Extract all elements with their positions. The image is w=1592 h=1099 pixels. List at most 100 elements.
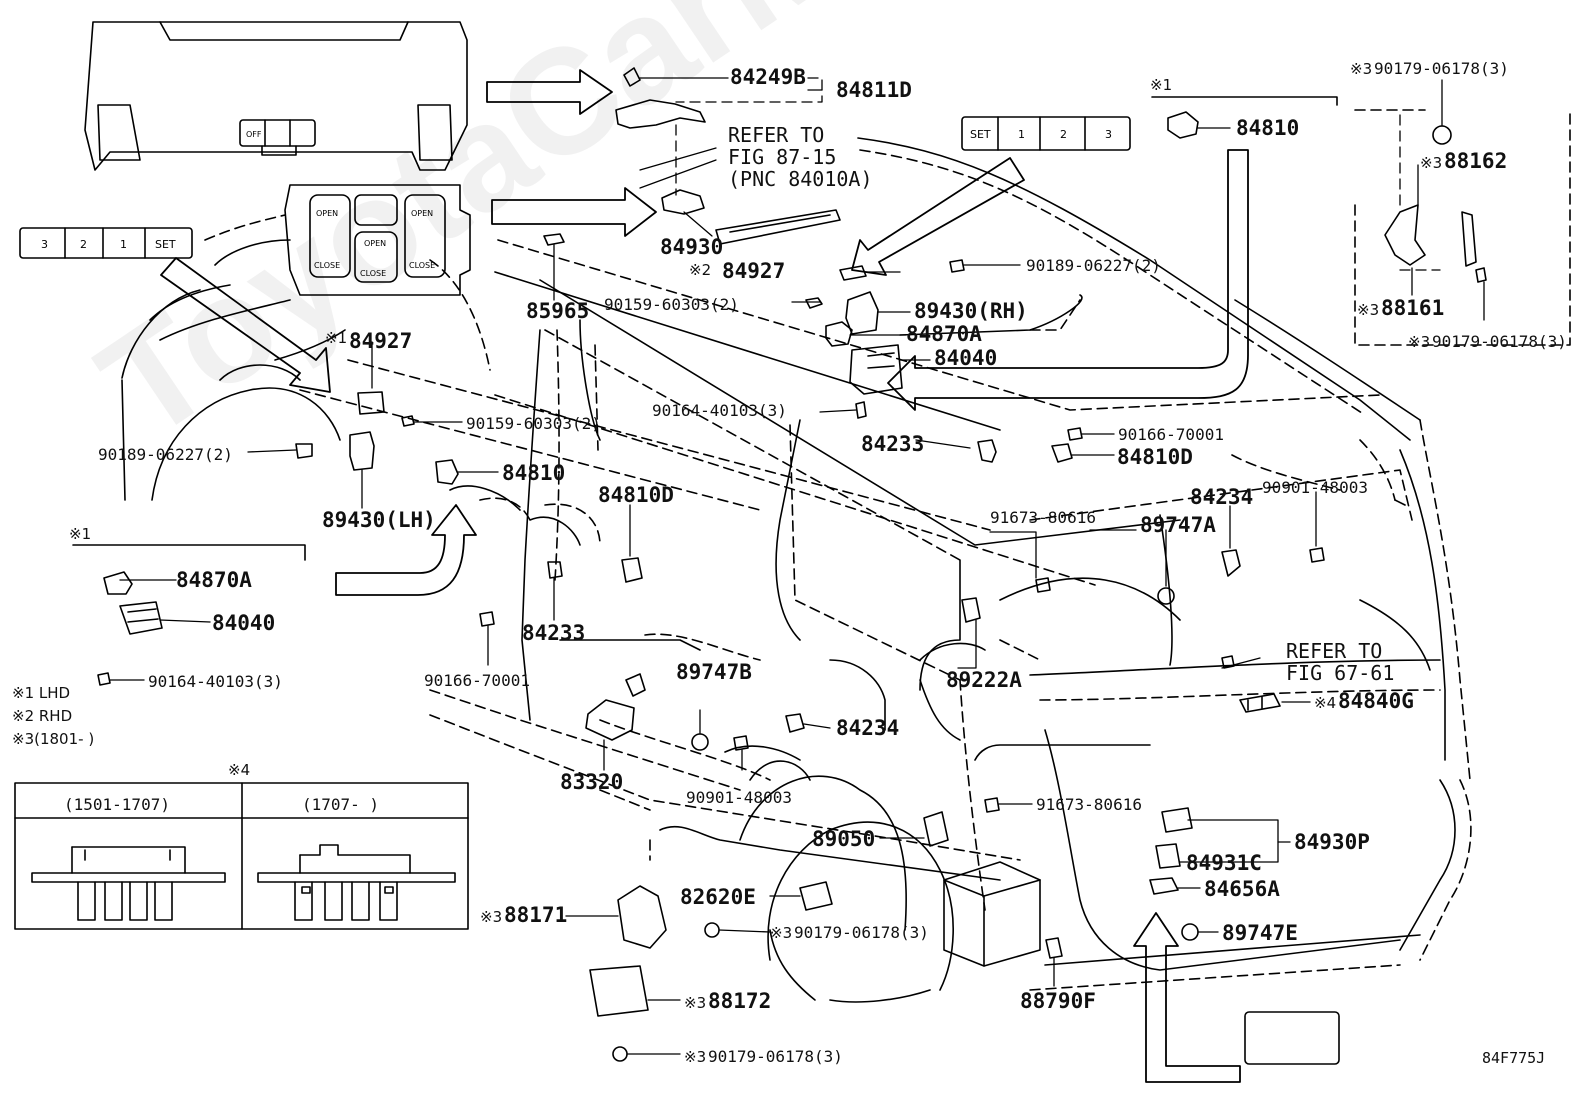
part-84927-lh: 84927	[349, 329, 413, 353]
mark-3-90179-bl2: ※3	[684, 1048, 707, 1066]
part-90901-rh: 90901-48003	[1262, 478, 1368, 497]
part-84810-mid: 84810	[502, 461, 566, 485]
part-90164-lhd: 90164-40103(3)	[148, 672, 283, 691]
seat-switch-left: 3 2 1 SET	[19, 227, 193, 259]
svg-text:OPEN: OPEN	[411, 209, 433, 218]
part-90166-lh: 90166-70001	[424, 671, 530, 690]
mark-lhd-84927: ※1	[325, 329, 348, 347]
part-84234-lh: 84234	[836, 716, 900, 740]
part-84840G: 84840G	[1338, 689, 1414, 713]
part-88790F: 88790F	[1020, 989, 1096, 1013]
note-lhd: ※1 LHD	[12, 684, 71, 702]
mark-rhd-84927: ※2	[689, 261, 712, 279]
part-85965: 85965	[526, 299, 590, 323]
leader-lines	[109, 77, 1485, 1055]
part-89222A: 89222A	[946, 668, 1022, 692]
svg-text:CLOSE: CLOSE	[409, 261, 435, 270]
part-82620E: 82620E	[680, 885, 756, 909]
svg-text:2: 2	[1060, 128, 1067, 141]
part-84927-rh: 84927	[722, 259, 786, 283]
overhead-console: OFF	[84, 21, 468, 171]
door-switch-panel: OPEN CLOSE OPEN CLOSE OPEN CLOSE	[284, 184, 471, 296]
part-89747B: 89747B	[676, 660, 752, 684]
inset-frames	[14, 96, 1571, 1065]
part-84870A-lhd: 84870A	[176, 568, 252, 592]
refer-note-2-line1: REFER TO	[1286, 639, 1383, 663]
part-90166-rh: 90166-70001	[1118, 425, 1224, 444]
part-84930: 84930	[660, 235, 724, 259]
part-84810D-rh: 84810D	[1117, 445, 1193, 469]
part-90159-rh: 90159-60303(2)	[604, 295, 739, 314]
part-91673-lo: 91673-80616	[1036, 795, 1142, 814]
part-88162: 88162	[1444, 149, 1508, 173]
part-90189-lh: 90189-06227(2)	[98, 445, 233, 464]
part-88172: 88172	[708, 989, 772, 1013]
svg-text:OPEN: OPEN	[316, 209, 338, 218]
svg-text:CLOSE: CLOSE	[314, 261, 340, 270]
part-84931C: 84931C	[1186, 851, 1262, 875]
svg-text:3: 3	[1105, 128, 1112, 141]
diagram-code: 84F775J	[1482, 1049, 1546, 1067]
inset4-right-range: (1707- )	[302, 795, 380, 814]
svg-text:SET: SET	[970, 128, 991, 141]
part-88171: 88171	[504, 903, 568, 927]
part-90901-lh: 90901-48003	[686, 788, 792, 807]
inset4-left-range: (1501-1707)	[64, 795, 170, 814]
mark-3-90179-bl1: ※3	[770, 924, 793, 942]
svg-text:OFF: OFF	[246, 130, 262, 139]
mark-3-90179-tr1: ※3	[1350, 60, 1373, 78]
part-89430-lh: 89430(LH)	[322, 508, 436, 532]
part-90179-bl1: 90179-06178(3)	[794, 923, 929, 942]
part-89747A: 89747A	[1140, 513, 1216, 537]
part-84040-rh: 84040	[934, 346, 998, 370]
part-83320: 83320	[560, 770, 624, 794]
refer-note-1-line1: REFER TO	[728, 123, 825, 147]
refer-note-1-line2: FIG 87-15	[728, 145, 837, 169]
part-90164-rh: 90164-40103(3)	[652, 401, 787, 420]
svg-text:3: 3	[41, 238, 48, 251]
mark-lhd-top: ※1	[1150, 76, 1173, 94]
part-89430-rh: 89430(RH)	[914, 299, 1028, 323]
mark-4-inset: ※4	[228, 761, 251, 779]
part-84870A-rh: 84870A	[906, 322, 982, 346]
part-84930P: 84930P	[1294, 830, 1370, 854]
mark-3-88162: ※3	[1420, 154, 1443, 172]
part-90159-lh: 90159-60303(2)	[466, 414, 601, 433]
part-90189-rh: 90189-06227(2)	[1026, 256, 1161, 275]
part-84040-lhd: 84040	[212, 611, 276, 635]
svg-text:CLOSE: CLOSE	[360, 269, 386, 278]
part-84233-rh: 84233	[861, 432, 925, 456]
vehicle-body	[121, 137, 1472, 1003]
mark-3-88172: ※3	[684, 994, 707, 1012]
part-90179-bl2: 90179-06178(3)	[708, 1047, 843, 1066]
part-84249B: 84249B	[730, 65, 806, 89]
part-90179-tr2: 90179-06178(3)	[1432, 332, 1567, 351]
svg-text:1: 1	[1018, 128, 1025, 141]
svg-text:1: 1	[120, 238, 127, 251]
part-sketches	[97, 67, 1487, 1062]
part-84810-top: 84810	[1236, 116, 1300, 140]
part-91673-up: 91673-80616	[990, 508, 1096, 527]
seat-switch-right: SET 1 2 3	[961, 116, 1131, 151]
mark-3-88171: ※3	[480, 908, 503, 926]
svg-text:OPEN: OPEN	[364, 239, 386, 248]
refer-note-1-line3: (PNC 84010A)	[728, 167, 873, 191]
part-84233-lh: 84233	[522, 621, 586, 645]
mark-4-84840G: ※4	[1314, 694, 1337, 712]
part-84811D: 84811D	[836, 78, 912, 102]
part-84810D-lh: 84810D	[598, 483, 674, 507]
mark-3-90179-tr2: ※3	[1408, 333, 1431, 351]
svg-text:2: 2	[80, 238, 87, 251]
mark-3-88161: ※3	[1357, 301, 1380, 319]
svg-text:SET: SET	[155, 238, 176, 251]
note-date: ※3(1801- )	[12, 730, 95, 748]
mark-lhd-inset: ※1	[69, 525, 92, 543]
note-rhd: ※2 RHD	[12, 707, 73, 725]
part-84656A: 84656A	[1204, 877, 1280, 901]
part-89747E: 89747E	[1222, 921, 1298, 945]
part-89050: 89050	[812, 827, 876, 851]
part-84234-rh: 84234	[1190, 485, 1254, 509]
refer-note-2-line2: FIG 67-61	[1286, 661, 1395, 685]
